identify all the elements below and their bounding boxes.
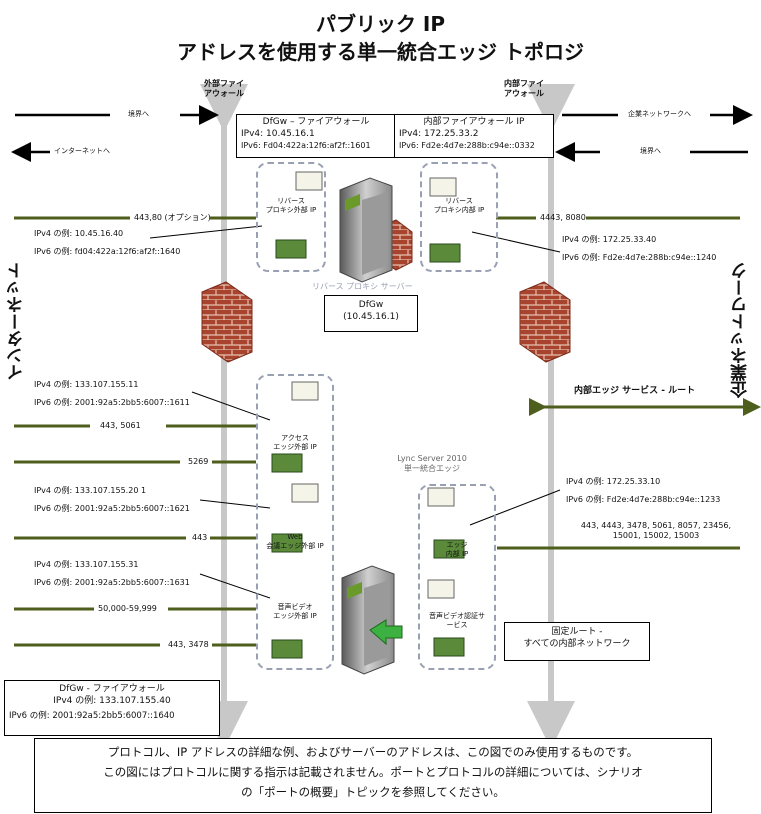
web-edge-ipv4: IPv4 の例: 133.107.155.20 1 [34, 486, 147, 495]
bottom-firewall-box: DfGw - ファイアウォール IPv4 の例: 133.107.155.40 … [4, 680, 220, 736]
av-edge-ipv6: IPv6 の例: 2001:92a5:2bb5:6007::1631 [34, 578, 190, 587]
to-perimeter-right-label: 境界へ [640, 147, 661, 155]
reverse-proxy-internal-ip-label: リバースプロキシ内部 IP [433, 197, 485, 214]
edge-internal-ip-label: エッジ内部 IP [445, 541, 469, 558]
title-line-1: パブリック IP [315, 12, 446, 36]
disclaimer-note: プロトコル、IP アドレスの詳細な例、およびサーバーのアドレスは、この図でのみ使… [34, 738, 712, 813]
edge-internal-ipv4: IPv4 の例: 172.25.33.10 [566, 477, 661, 486]
internal-route-label: 内部エッジ サービス - ルート [574, 386, 696, 396]
access-edge-port-1: 443, 5061 [100, 421, 141, 430]
rp-ext-ipv6: IPv6 の例: fd04:422a:12f6:af2f::1640 [34, 247, 181, 256]
internal-firewall-box: 内部ファイアウォール IP IPv4: 172.25.33.2 IPv6: Fd… [394, 114, 554, 158]
static-route-box: 固定ルート -すべての内部ネットワーク [504, 622, 650, 661]
access-edge-ipv6: IPv6 の例: 2001:92a5:2bb5:6007::1611 [34, 398, 190, 407]
edge-external-group [256, 374, 334, 670]
dfgw-box: DfGw(10.45.16.1) [324, 295, 418, 332]
reverse-proxy-server [339, 177, 393, 283]
external-firewall-box: DfGw – ファイアウォール IPv4: 10.45.16.1 IPv6: F… [236, 114, 396, 158]
access-edge-label: アクセスエッジ外部 IP [273, 434, 317, 451]
access-edge-port-2: 5269 [188, 457, 209, 466]
av-edge-ipv4: IPv4 の例: 133.107.155.31 [34, 560, 139, 569]
external-firewall-label: 外部ファイアウォール [204, 79, 244, 98]
corp-network-side-label: 企業ネットワーク [731, 262, 751, 398]
to-perimeter-left-label: 境界へ [128, 110, 149, 118]
web-edge-port: 443 [192, 533, 208, 542]
reverse-proxy-internal-group [420, 162, 498, 272]
rp-int-ipv6: IPv6 の例: Fd2e:4d7e:288b:c94e::1240 [562, 253, 717, 262]
internet-side-label: インターネット [7, 262, 27, 381]
access-edge-ipv4: IPv4 の例: 133.107.155.11 [34, 380, 139, 389]
title-line-2: アドレスを使用する単一統合エッジ トポロジ [177, 40, 584, 64]
reverse-proxy-external-group [256, 162, 326, 272]
web-edge-ipv6: IPv6 の例: 2001:92a5:2bb5:6007::1621 [34, 504, 190, 513]
edge-internal-group [418, 484, 496, 670]
internal-firewall-label: 内部ファイアウォール [504, 79, 544, 98]
av-edge-port-2: 443, 3478 [168, 640, 209, 649]
edge-server [341, 565, 403, 675]
av-auth-service-label: 音声ビデオ認証サービス [429, 612, 485, 629]
av-edge-port-1: 50,000-59,999 [98, 604, 157, 613]
av-edge-label: 音声ビデオエッジ外部 IP [273, 603, 317, 620]
rp-int-port-label: 4443, 8080 [540, 213, 586, 222]
edge-internal-ports: 443, 4443, 3478, 5061, 8057, 23456,15001… [580, 521, 732, 540]
to-internet-label: インターネットへ [54, 147, 110, 155]
rp-int-ipv4: IPv4 の例: 172.25.33.40 [562, 235, 657, 244]
to-corp-network-label: 企業ネットワークへ [628, 110, 691, 118]
internal-brick-wall [519, 281, 571, 363]
external-brick-wall [201, 281, 253, 363]
reverse-proxy-external-ip-label: リバースプロキシ外部 IP [265, 197, 317, 214]
reverse-proxy-server-label: リバース プロキシ サーバー [312, 282, 413, 291]
rp-ext-ipv4: IPv4 の例: 10.45.16.40 [34, 229, 124, 238]
edge-internal-ipv6: IPv6 の例: Fd2e:4d7e:288b:c94e::1233 [566, 495, 721, 504]
rp-ext-port-label: 443,80 (オプション) [134, 213, 211, 222]
